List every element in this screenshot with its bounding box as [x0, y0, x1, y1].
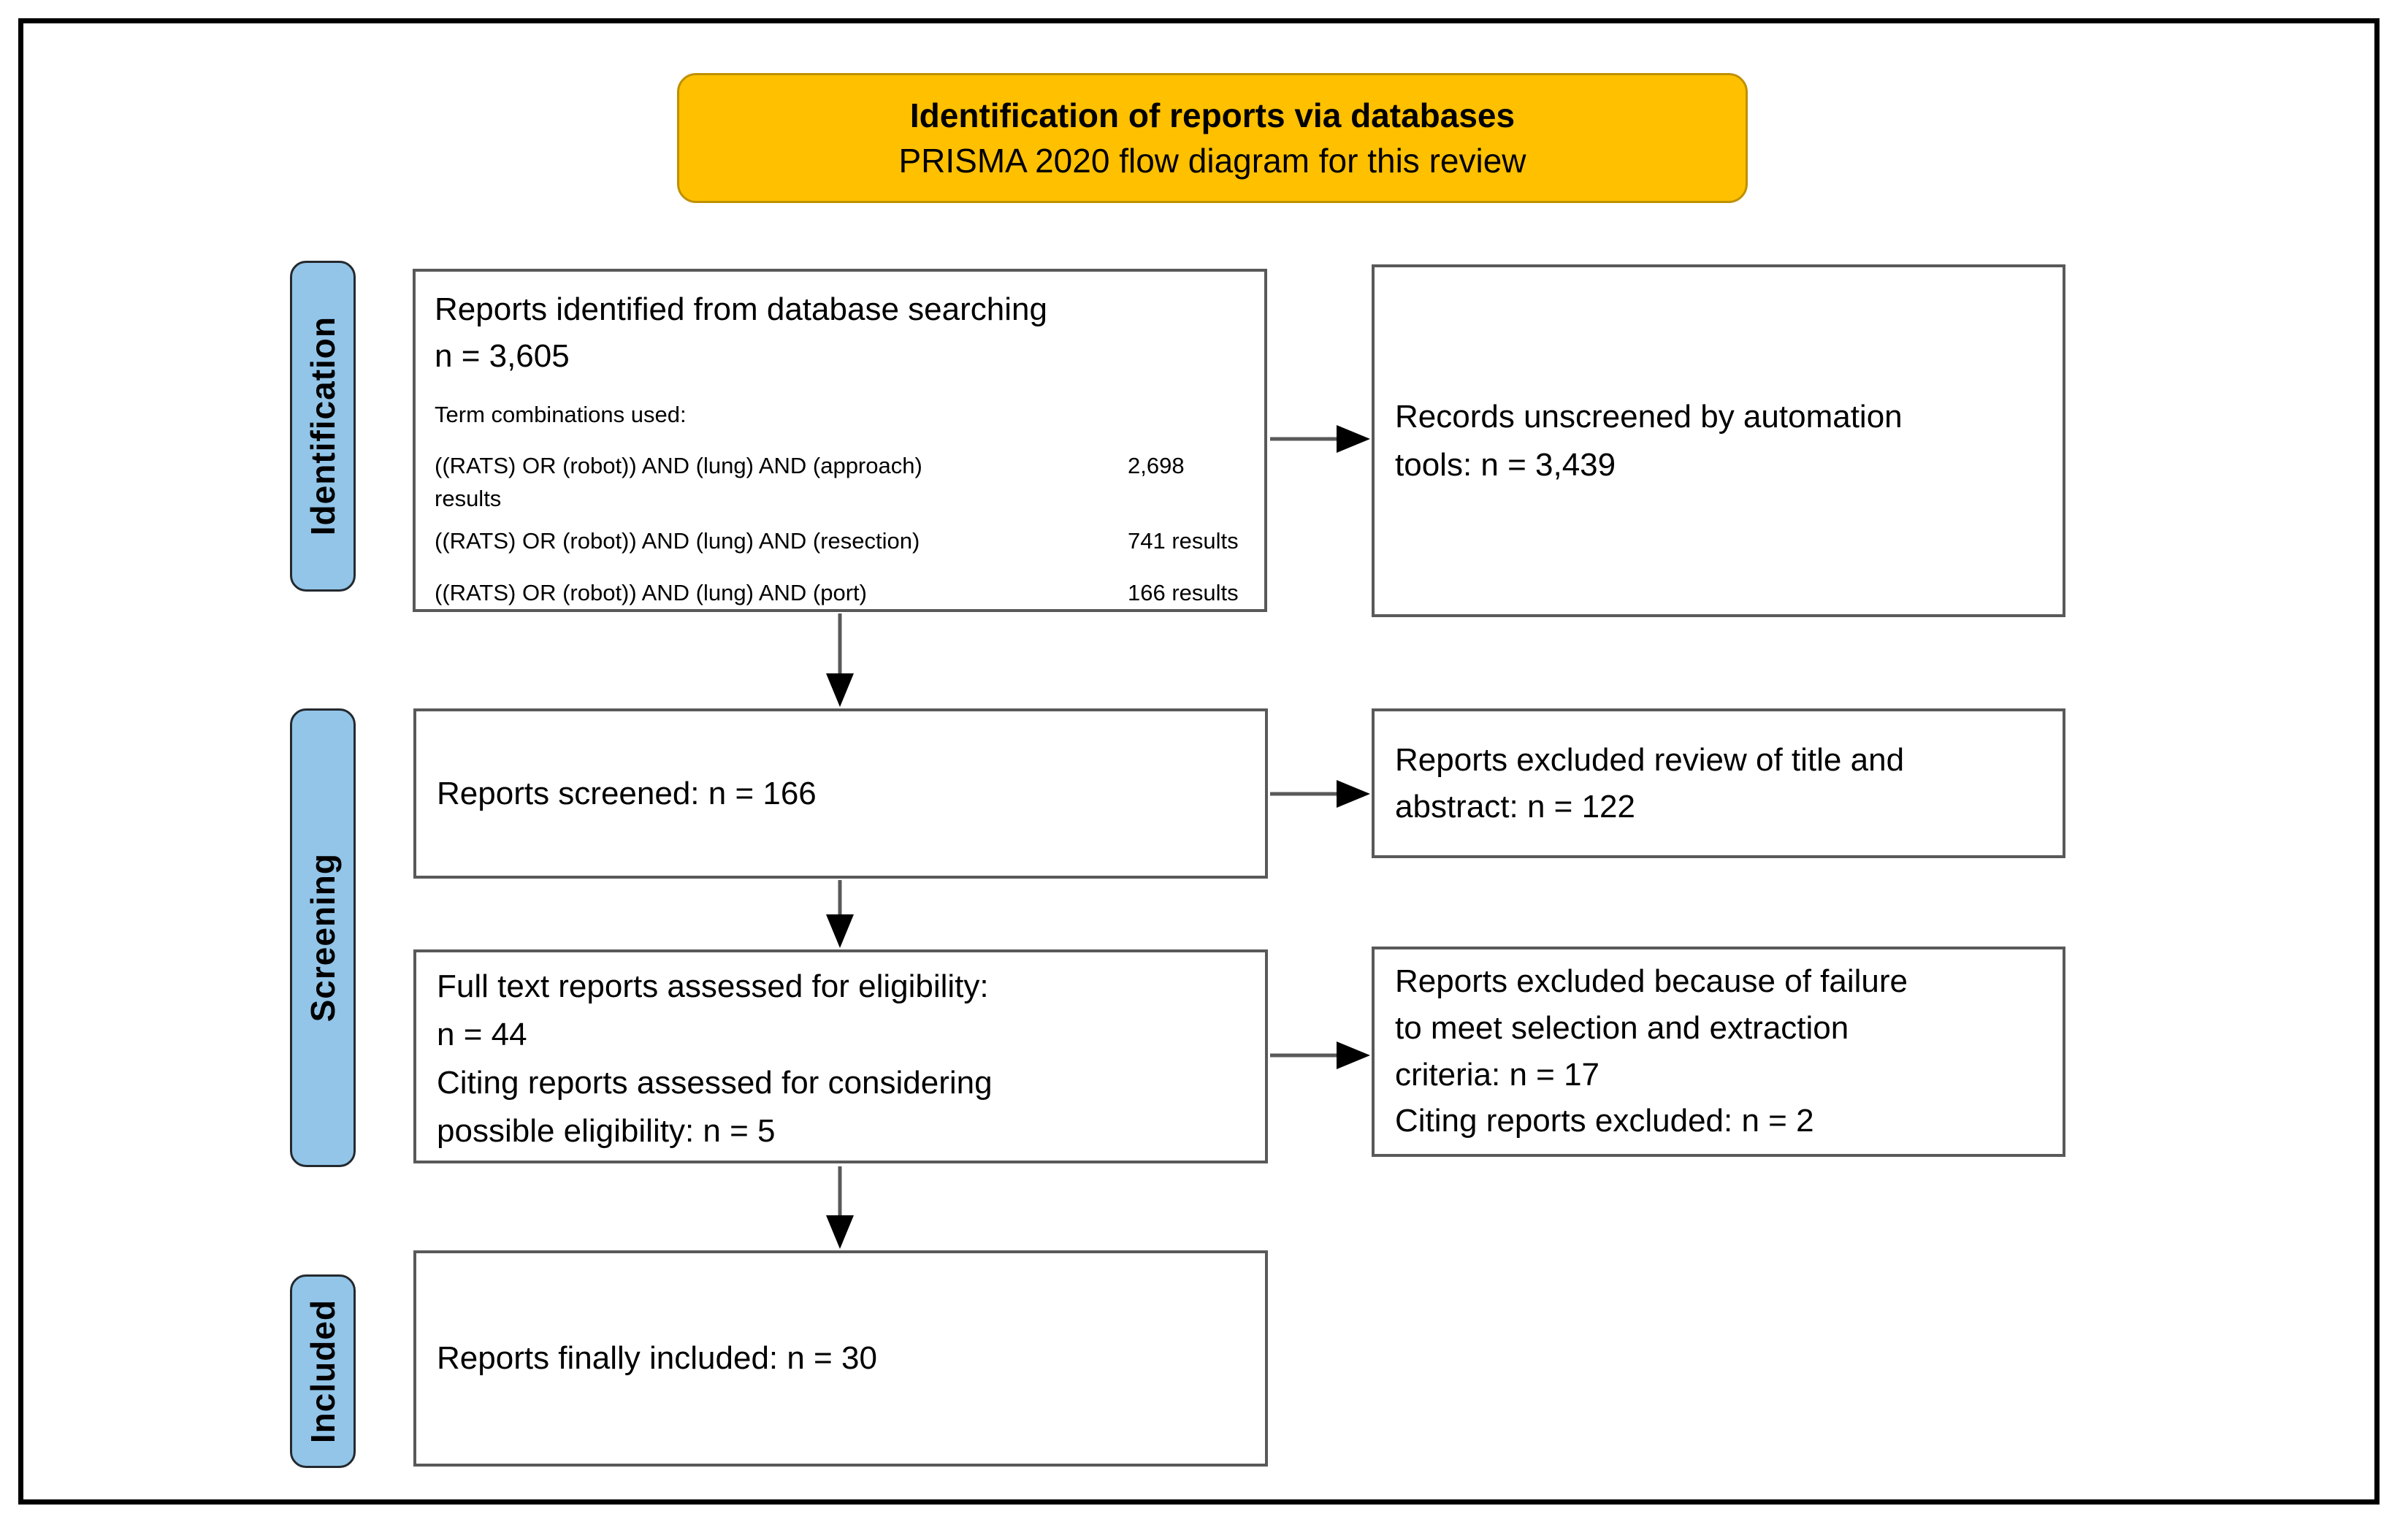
box-reports-excluded-criteria: Reports excluded because of failure to m… — [1372, 947, 2065, 1157]
query-row: ((RATS) OR (robot)) AND (lung) AND (rese… — [435, 525, 1245, 558]
query-text: ((RATS) OR (robot)) AND (lung) AND (appr… — [435, 452, 922, 511]
query-result-count: 2,698 — [1128, 452, 1185, 478]
box-reports-excluded-title-abstract: Reports excluded review of title and abs… — [1372, 708, 2065, 858]
stage-label-identification-text: Identification — [304, 316, 342, 536]
query-result-count: 741 results — [1128, 528, 1239, 554]
query-row: ((RATS) OR (robot)) AND (lung) AND (appr… — [435, 450, 1245, 516]
title-line1: Identification of reports via databases — [909, 96, 1515, 134]
query-row: ((RATS) OR (robot)) AND (lung) AND (port… — [435, 577, 1245, 610]
diagram-frame — [18, 18, 2380, 1505]
box-reports-screened: Reports screened: n = 166 — [413, 708, 1268, 879]
title-box: Identification of reports via databases … — [677, 73, 1748, 203]
stage-label-included: Included — [290, 1274, 356, 1468]
reports-identified-text: Reports identified from database searchi… — [435, 291, 1047, 374]
query-result-count: 166 results — [1128, 580, 1239, 606]
stage-label-screening: Screening — [290, 708, 356, 1167]
box-fulltext-assessed: Full text reports assessed for eligibili… — [413, 949, 1268, 1163]
box-reports-included: Reports finally included: n = 30 — [413, 1250, 1268, 1467]
box-records-unscreened: Records unscreened by automation tools: … — [1372, 264, 2065, 617]
fulltext-assessed-text: Full text reports assessed for eligibili… — [437, 968, 993, 1149]
stage-label-screening-text: Screening — [304, 853, 342, 1022]
reports-included-text: Reports finally included: n = 30 — [437, 1340, 877, 1376]
box-reports-identified: Reports identified from database searchi… — [413, 269, 1267, 612]
reports-excluded-title-abstract-text: Reports excluded review of title and abs… — [1395, 741, 1905, 825]
records-unscreened-text: Records unscreened by automation tools: … — [1395, 398, 1903, 483]
stage-label-included-text: Included — [304, 1299, 342, 1444]
reports-screened-text: Reports screened: n = 166 — [437, 775, 817, 811]
title-line2: PRISMA 2020 flow diagram for this review — [898, 142, 1526, 180]
query-text: ((RATS) OR (robot)) AND (lung) AND (port… — [435, 580, 867, 606]
term-combinations-label: Term combinations used: — [435, 401, 687, 427]
query-text: ((RATS) OR (robot)) AND (lung) AND (rese… — [435, 528, 920, 554]
reports-excluded-criteria-text: Reports excluded because of failure to m… — [1395, 963, 1908, 1139]
stage-label-identification: Identification — [290, 261, 356, 592]
